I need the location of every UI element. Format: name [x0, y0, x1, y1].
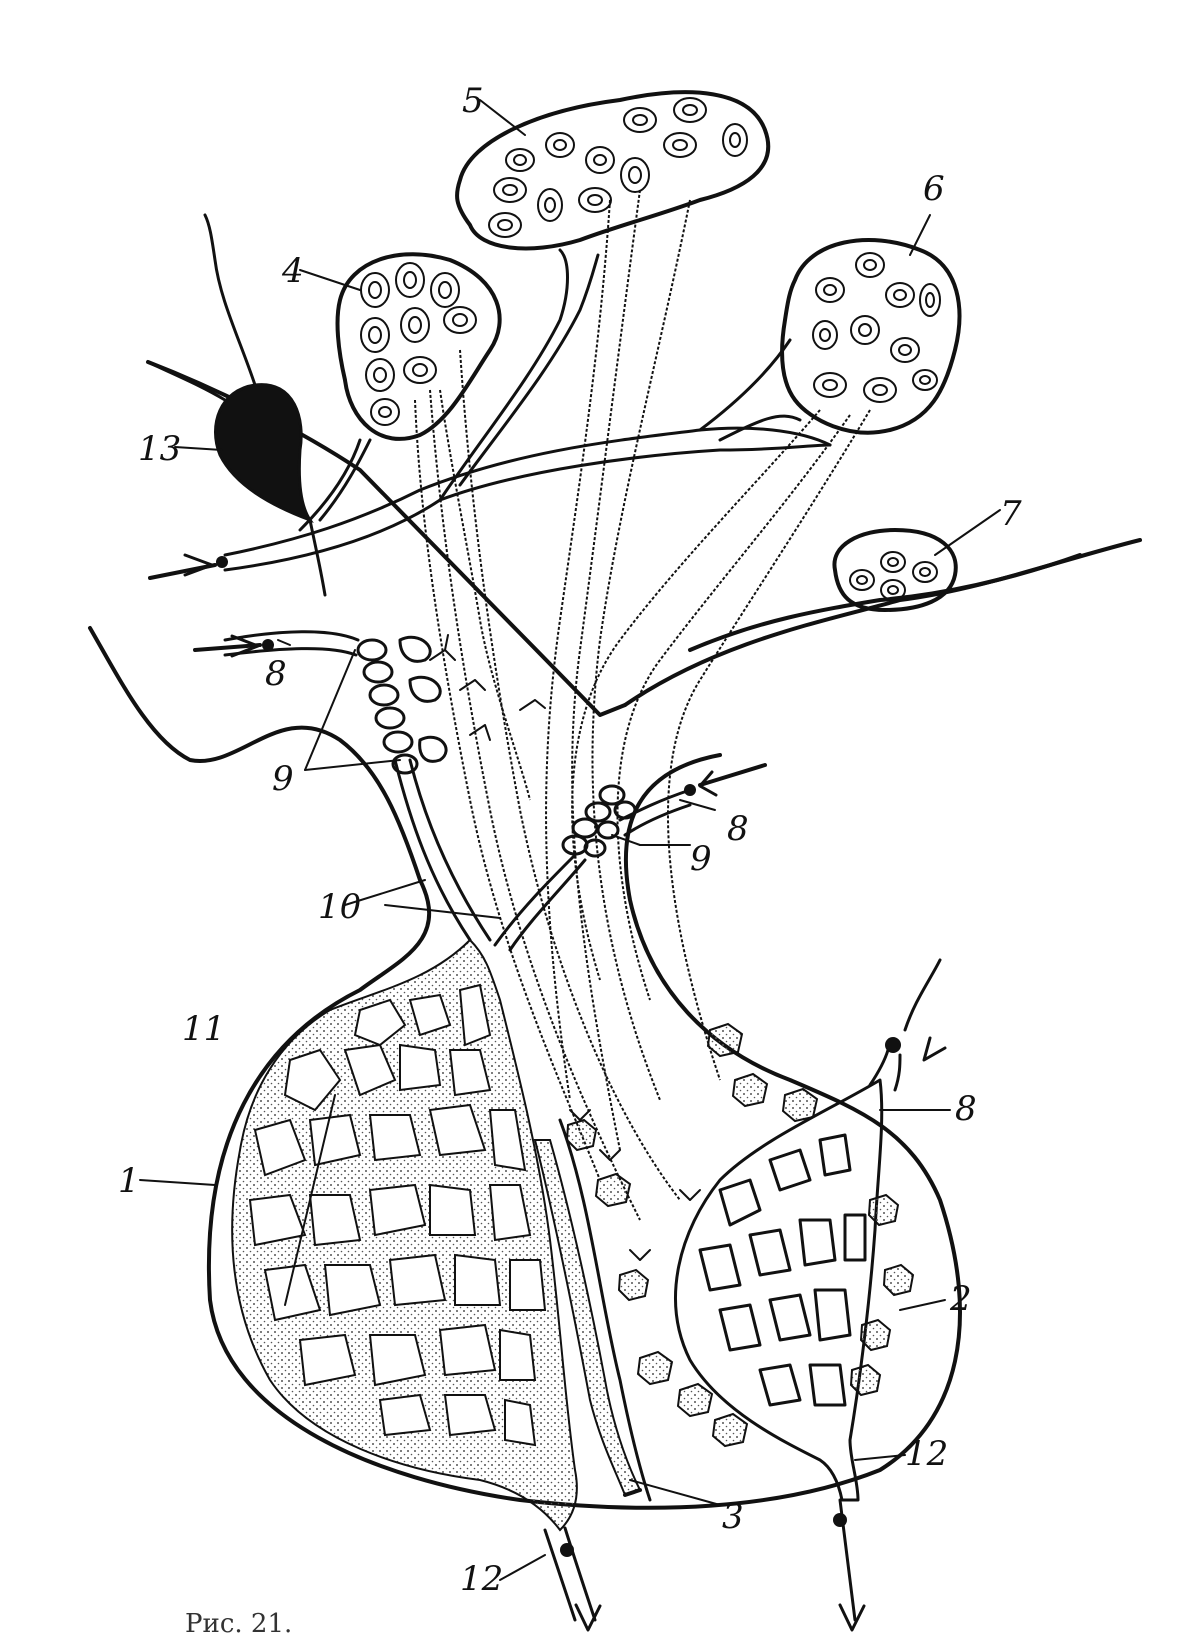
upper-border-line [623, 538, 1142, 707]
outlet-vein-left-arrow [574, 1603, 602, 1632]
capillary-outlet-3 [623, 1488, 642, 1497]
label-6: 6 [923, 169, 945, 209]
neurosecretory-fibers [414, 189, 871, 1221]
primary-capillary-plexus-right [561, 784, 637, 858]
portal-inlet-left-cap [262, 639, 274, 651]
portal-vessel-right [493, 853, 577, 947]
label-9-right: 9 [690, 839, 712, 879]
portal-inlet-left-arrowhead [230, 634, 260, 658]
outlet-vein-right-cap [833, 1513, 847, 1527]
label-8-left: 8 [265, 654, 287, 694]
fiber-terminals [429, 634, 701, 1261]
label-13: 13 [138, 429, 181, 469]
leader-lines [139, 99, 1001, 1581]
label-11: 11 [182, 1009, 225, 1049]
portal-inlet-right-2 [623, 803, 692, 837]
primary-capillary-plexus-left [356, 635, 448, 775]
cell-13-process-left [146, 360, 227, 402]
posterior-inlet-arrowhead [922, 1036, 947, 1062]
label-12-right: 12 [905, 1434, 948, 1474]
posterior-inlet-cap [885, 1037, 901, 1053]
label-12-left: 12 [460, 1559, 503, 1599]
posterior-inlet-arrow [903, 958, 942, 1032]
figure-caption: Рис. 21. [185, 1609, 292, 1636]
upper-artery-arrowhead [183, 553, 214, 577]
portal-vessel-right-2 [508, 858, 587, 952]
outlet-vein-left [543, 1528, 577, 1622]
label-4: 4 [281, 251, 304, 291]
label-7: 7 [1000, 494, 1022, 534]
label-9-left: 9 [272, 759, 294, 799]
posterior-inlet-vessel [868, 1048, 890, 1087]
label-8-right: 8 [727, 809, 749, 849]
upper-artery [223, 248, 832, 572]
portal-inlet-left [193, 643, 262, 652]
outlet-vein-right [838, 1498, 857, 1622]
ganglion-cell-13 [214, 383, 314, 524]
portal-inlet-right-arrow [698, 763, 767, 787]
label-2: 2 [949, 1279, 972, 1319]
cell-13-process-lower [308, 518, 327, 597]
gland-outline [88, 626, 962, 1510]
outlet-vein-right-arrow [838, 1603, 866, 1632]
outlet-vein-left-cap [560, 1543, 574, 1557]
label-5: 5 [462, 81, 484, 121]
posterior-lobe-network [674, 1078, 884, 1502]
portal-inlet-right-arrowhead [698, 770, 718, 797]
upper-artery-cap [216, 556, 228, 568]
lobe-boundary [558, 1118, 652, 1502]
label-10: 10 [318, 887, 361, 927]
label-1: 1 [118, 1161, 140, 1201]
nucleus-4 [335, 252, 502, 441]
cell-13-process-upper [203, 213, 257, 387]
posterior-inlet-vessel-2 [893, 1053, 902, 1092]
nucleus-6 [780, 238, 962, 435]
border-7-line [688, 553, 1082, 652]
nucleus-7 [832, 528, 958, 612]
label-3: 3 [722, 1497, 744, 1537]
label-8-lower: 8 [955, 1089, 977, 1129]
nucleus-5 [455, 90, 771, 251]
anterior-lobe-network-11 [231, 938, 578, 1532]
portal-inlet-right-cap [684, 784, 696, 796]
outlet-vein-left-2 [563, 1526, 597, 1622]
neurosecretory-granules [565, 1022, 915, 1448]
